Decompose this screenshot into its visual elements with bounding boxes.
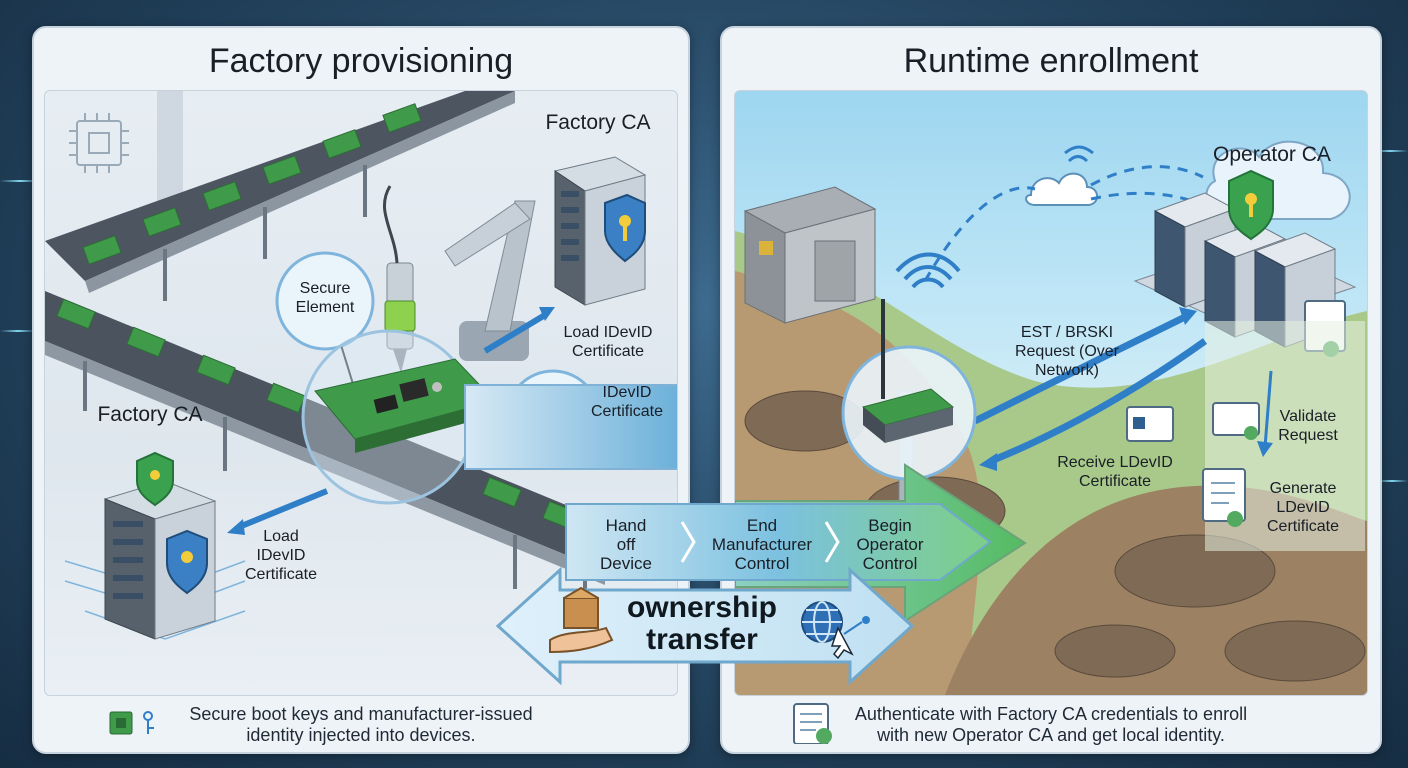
chip-icon	[69, 113, 129, 173]
certificate-icon	[793, 703, 832, 744]
factory-provisioning-panel: Factory provisioning	[32, 26, 690, 754]
load-arrow-bottom	[237, 488, 329, 530]
generate-certificate-icon	[1202, 468, 1246, 527]
enrollment-footer: Authenticate with Factory CA credentials…	[722, 703, 1380, 745]
load-arrow-top	[483, 312, 547, 354]
panel-title: Factory provisioning	[208, 42, 514, 80]
utility-shed-icon	[743, 186, 877, 324]
certificate-icon	[1126, 406, 1174, 442]
runtime-enrollment-panel: Runtime enrollment	[720, 26, 1382, 754]
factory-ca-label-top: Factory CA	[545, 111, 651, 134]
factory-ca-server-top	[553, 156, 647, 306]
dashed-link	[923, 186, 1036, 282]
light-streak	[1376, 480, 1408, 482]
upper-conveyor	[45, 91, 515, 301]
wifi-icon-small	[1064, 145, 1094, 163]
light-streak	[0, 180, 40, 182]
light-streak	[0, 330, 36, 332]
receive-ldevid-arrow	[989, 338, 1208, 465]
factory-illustration	[45, 91, 677, 640]
factory-ca-server-bottom	[64, 451, 246, 640]
operator-ca-servers	[1133, 169, 1357, 357]
dashed-link	[1090, 165, 1204, 187]
chip-key-icon	[109, 711, 154, 735]
factory-footer: Secure boot keys and manufacturer-issued…	[34, 704, 688, 745]
iot-device-callout	[841, 299, 977, 562]
certificate-icon	[1212, 402, 1260, 440]
operator-ca-label: Operator CA	[1213, 143, 1331, 166]
wifi-icon	[895, 252, 961, 289]
validate-arrow	[1263, 370, 1273, 448]
panel-title: Runtime enrollment	[903, 42, 1199, 80]
lower-conveyor	[45, 291, 605, 611]
enrollment-illustration	[735, 140, 1367, 695]
dashed-link	[1090, 191, 1204, 207]
factory-ca-label-bottom: Factory CA	[97, 403, 203, 426]
light-streak	[1372, 150, 1408, 152]
provision-to-runtime-arrow	[464, 384, 677, 470]
est-request-arrow	[973, 313, 1187, 425]
cloud-icon	[1025, 172, 1098, 206]
